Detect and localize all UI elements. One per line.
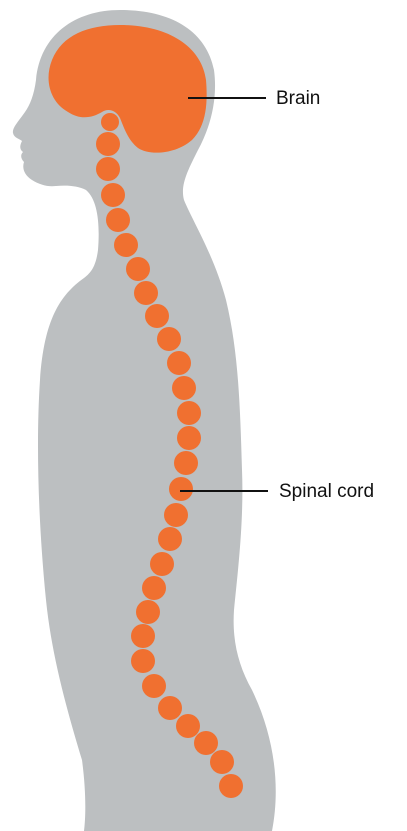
vertebra: [136, 600, 160, 624]
vertebra: [145, 304, 169, 328]
vertebra: [177, 426, 201, 450]
vertebra: [96, 132, 120, 156]
vertebra: [177, 401, 201, 425]
vertebra: [150, 552, 174, 576]
vertebra: [176, 714, 200, 738]
vertebra: [131, 624, 155, 648]
vertebra: [174, 451, 198, 475]
vertebra: [157, 327, 181, 351]
vertebra: [101, 113, 119, 131]
brain-label: Brain: [276, 89, 320, 108]
vertebra: [114, 233, 138, 257]
vertebra: [131, 649, 155, 673]
vertebra: [134, 281, 158, 305]
vertebra: [96, 157, 120, 181]
vertebra: [219, 774, 243, 798]
vertebra: [106, 208, 130, 232]
spinal-cord-label: Spinal cord: [279, 482, 374, 501]
vertebra: [142, 576, 166, 600]
vertebra: [158, 696, 182, 720]
vertebra: [142, 674, 166, 698]
vertebra: [169, 477, 193, 501]
vertebra: [164, 503, 188, 527]
vertebra: [101, 183, 125, 207]
vertebra: [158, 527, 182, 551]
vertebra: [167, 351, 191, 375]
vertebra: [126, 257, 150, 281]
vertebra: [210, 750, 234, 774]
vertebra: [194, 731, 218, 755]
vertebra: [172, 376, 196, 400]
